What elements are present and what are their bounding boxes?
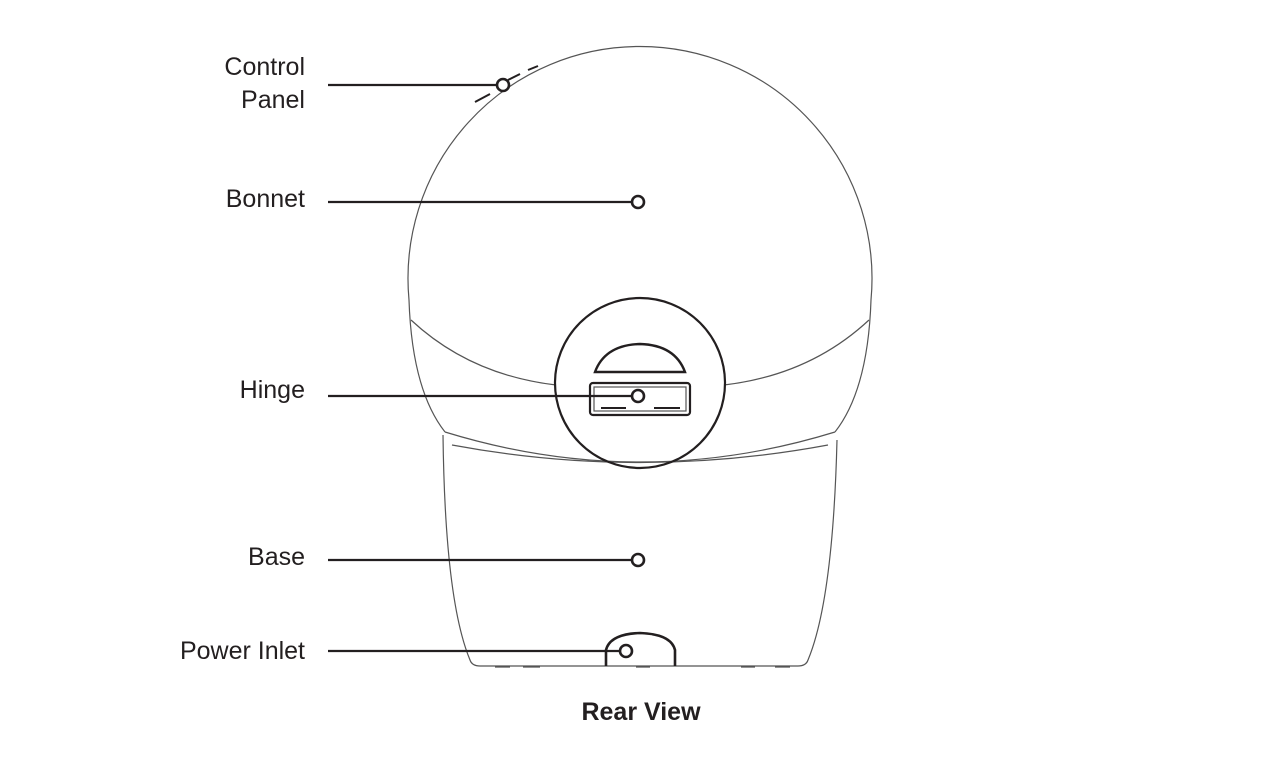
label-control-panel-line1: Control <box>224 53 305 81</box>
bonnet-marker <box>630 194 646 210</box>
hinge-detail <box>553 296 727 470</box>
base-outline <box>442 434 838 667</box>
label-base: Base <box>248 543 305 571</box>
label-power-inlet: Power Inlet <box>180 637 305 665</box>
callouts <box>328 77 646 659</box>
bonnet-seam <box>410 319 557 386</box>
device-illustration <box>407 45 873 668</box>
bonnet-outline <box>407 45 873 301</box>
label-control-panel-line2: Panel <box>241 86 305 114</box>
control-panel-marker <box>495 77 511 93</box>
power-inlet-marker <box>618 643 634 659</box>
diagram-title: Rear View <box>581 698 701 726</box>
label-hinge: Hinge <box>240 376 305 404</box>
base-marker <box>630 552 646 568</box>
power-inlet-cover <box>604 631 677 666</box>
hinge-marker <box>630 388 646 404</box>
label-bonnet: Bonnet <box>226 185 305 213</box>
